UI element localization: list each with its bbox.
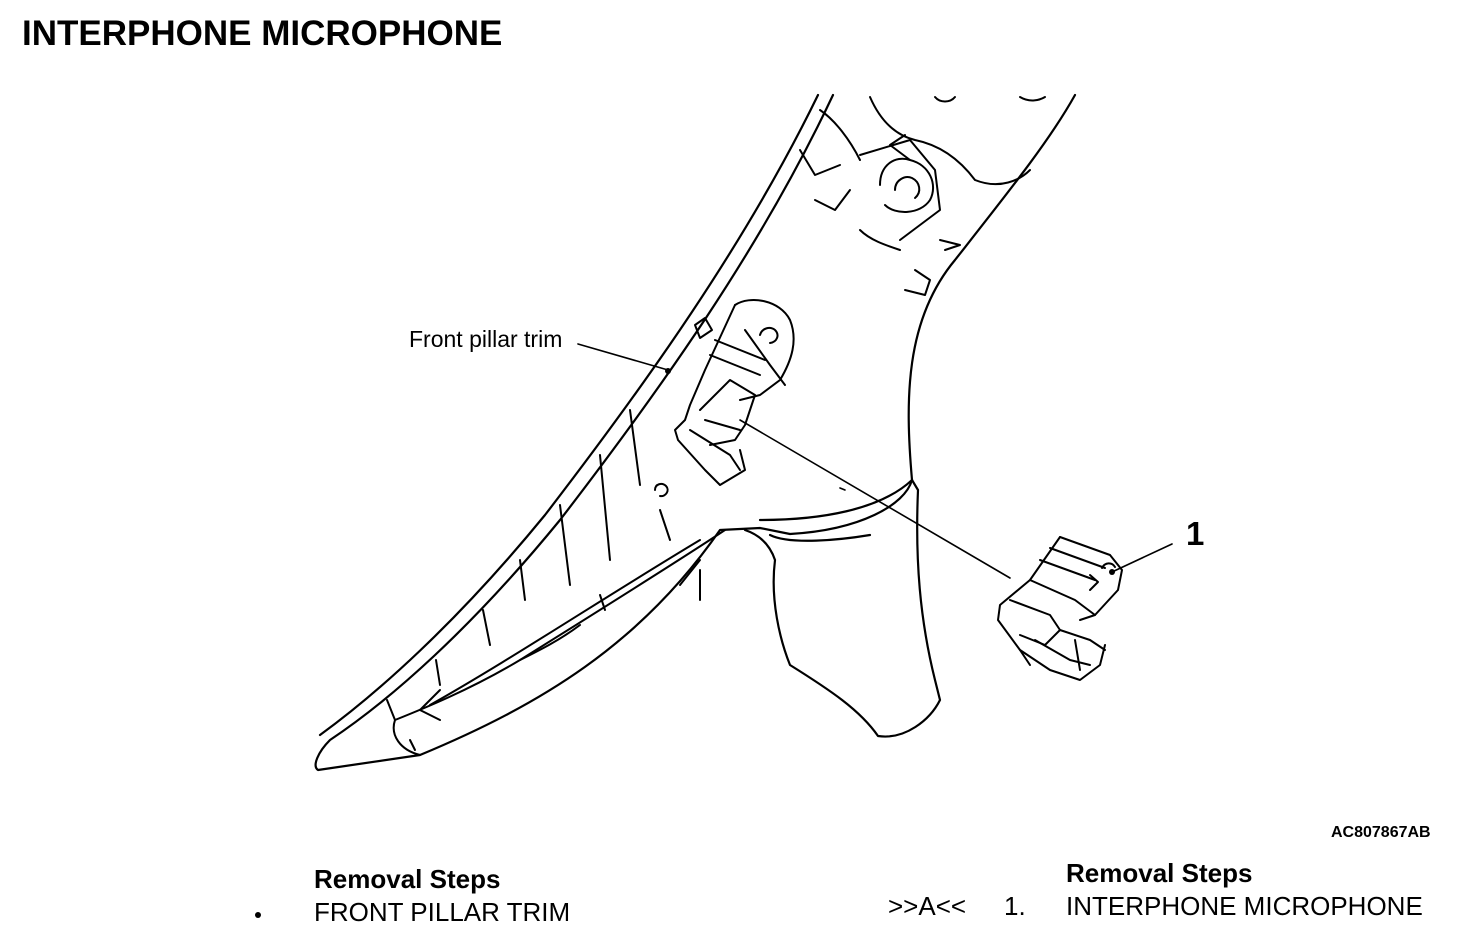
removal-steps-heading-left: Removal Steps [314, 864, 501, 894]
page-title: INTERPHONE MICROPHONE [22, 14, 503, 53]
upper-clip-area [799, 96, 1046, 296]
trim-ridges [386, 409, 726, 756]
bullet-icon [255, 912, 261, 918]
front-pillar-trim-callout: Front pillar trim [409, 326, 563, 352]
figure-code: AC807867AB [1331, 824, 1431, 841]
leader-lines [577, 343, 1173, 579]
removal-step-number: 1. [1004, 891, 1026, 921]
interphone-microphone-part [997, 536, 1123, 681]
removal-step-reference: >>A<< [888, 891, 967, 921]
removal-steps-heading-right: Removal Steps [1066, 858, 1253, 888]
removal-step-front-pillar-trim: FRONT PILLAR TRIM [314, 897, 571, 927]
microphone-mount [654, 299, 795, 498]
removal-step-interphone-microphone: INTERPHONE MICROPHONE [1066, 891, 1423, 921]
front-pillar-trim-outline [314, 93, 1077, 772]
part-number-callout: 1 [1186, 515, 1205, 552]
